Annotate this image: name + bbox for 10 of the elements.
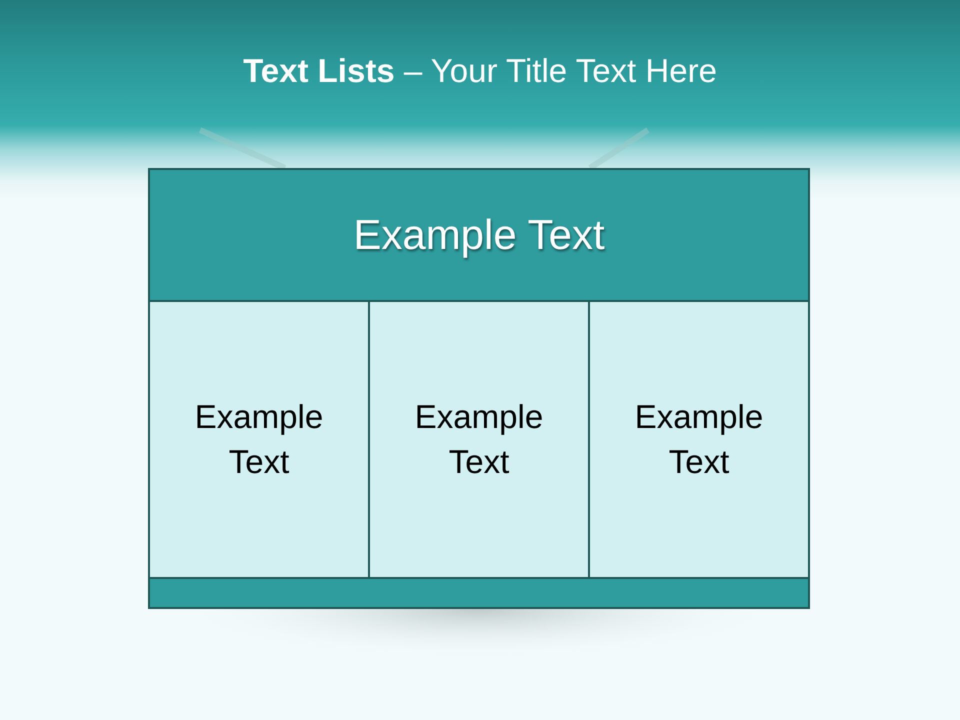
- footer-bar: [148, 577, 810, 609]
- text-panel: [148, 300, 370, 579]
- panel-text: Example Text: [414, 396, 544, 482]
- slide-title: Text Lists – Your Title Text Here: [243, 52, 717, 89]
- panel-text: Example Text: [634, 396, 764, 482]
- header-text: Example Text: [353, 211, 605, 259]
- header-band: [148, 168, 810, 302]
- panel-text: Example Text: [194, 396, 324, 482]
- text-panel: [588, 300, 810, 579]
- text-panel: [368, 300, 590, 579]
